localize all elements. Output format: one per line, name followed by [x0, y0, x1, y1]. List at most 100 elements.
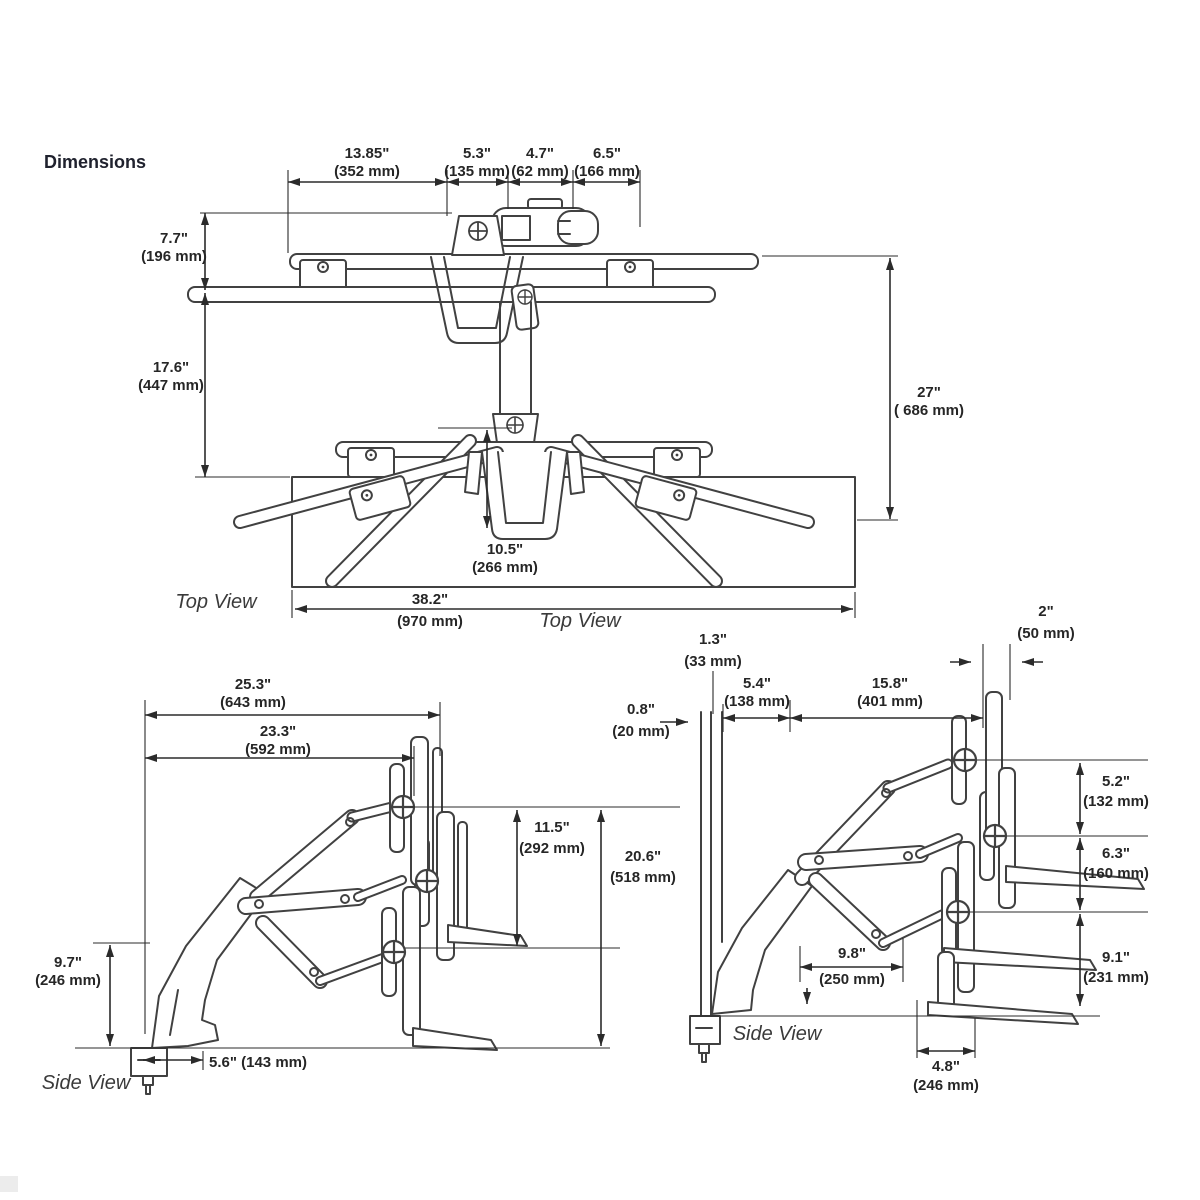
pivot-icon — [952, 747, 978, 773]
dim-label-mm: (518 mm) — [610, 869, 676, 886]
dim-depth-10-5: 10.5" (266 mm) — [438, 427, 538, 576]
desk-clamp — [130, 1047, 168, 1077]
u-bracket-inner — [443, 256, 511, 329]
clamp-screw — [698, 1043, 710, 1054]
side-view-left: 25.3" (643 mm) 23.3" (592 mm) 9.7" (246 … — [35, 676, 680, 1095]
dim-label-mm: (160 mm) — [1083, 865, 1149, 882]
dim-width-5-4: 5.4" (138 mm) — [722, 675, 791, 732]
dim-label: 25.3" — [235, 676, 271, 693]
dim-label: 7.7" — [160, 230, 188, 247]
side-view-caption: Side View — [42, 1072, 132, 1094]
u-bracket-outer — [430, 256, 524, 344]
riser-detail — [169, 989, 179, 1036]
riser-column — [151, 877, 267, 1049]
dim-width-38-2: 38.2" (970 mm) — [291, 590, 856, 630]
dim-height-17-6: 17.6" (447 mm) — [138, 293, 290, 478]
dim-label-mm: (132 mm) — [1083, 793, 1149, 810]
clamp-screw-stem — [145, 1084, 151, 1095]
pivot-icon — [506, 416, 524, 434]
dim-label-mm: (643 mm) — [220, 694, 286, 711]
dim-width-4-7: 4.7" (62 mm) — [508, 145, 574, 209]
side-left-drawing — [130, 736, 528, 1095]
dim-label-mm: ( 686 mm) — [894, 402, 964, 419]
dim-label-mm: (135 mm) — [444, 163, 510, 180]
upper-crossbar — [289, 253, 759, 270]
dim-label: 9.1" — [1102, 949, 1130, 966]
monitor-foot — [412, 1027, 498, 1051]
dim-label: 10.5" — [487, 541, 523, 558]
dim-label-mm: (970 mm) — [397, 613, 463, 630]
dim-width-0-8: 0.8" (20 mm) — [612, 701, 688, 740]
dim-label: 1.3" — [699, 631, 727, 648]
monitor-foot — [447, 924, 528, 947]
dim-label-mm: (138 mm) — [724, 693, 790, 710]
pivot-icon — [468, 221, 488, 241]
dim-width-9-8: 9.8" (250 mm) — [799, 938, 904, 988]
dim-label: 9.8" — [838, 945, 866, 962]
joint-hole — [340, 894, 350, 904]
dim-width-5-6: 5.6" (143 mm) — [143, 1051, 307, 1071]
dim-label-mm: (592 mm) — [245, 741, 311, 758]
dim-width-15-8: 15.8" (401 mm) — [790, 675, 983, 722]
dim-label: 5.6" (143 mm) — [209, 1054, 307, 1071]
pole-lines — [499, 301, 532, 416]
left-arm-pair — [233, 434, 504, 588]
dim-width-2: 2" (50 mm) — [950, 603, 1075, 728]
joint-hole — [814, 855, 824, 865]
monitor-foot — [1005, 865, 1145, 890]
joint-hole — [254, 899, 264, 909]
lower-u-bracket-outer — [481, 451, 568, 540]
dim-label: 5.3" — [463, 145, 491, 162]
clamp-screw-stem — [701, 1052, 707, 1063]
joint-hole — [881, 788, 891, 798]
head-slot — [501, 215, 531, 241]
dim-label: 23.3" — [260, 723, 296, 740]
dim-label: 13.85" — [345, 145, 390, 162]
page-title: Dimensions — [44, 152, 146, 172]
dim-width-13-85: 13.85" (352 mm) — [287, 145, 448, 253]
joint-hole — [903, 851, 913, 861]
top-view-caption: Top View — [539, 610, 622, 632]
dim-label: 38.2" — [412, 591, 448, 608]
dim-label: 4.8" — [932, 1058, 960, 1075]
joint-hole — [871, 929, 881, 939]
side-view-caption: Side View — [733, 1023, 823, 1045]
dim-width-4-8: 4.8" (246 mm) — [913, 1000, 979, 1094]
dim-label: 17.6" — [153, 359, 189, 376]
dim-label-mm: (266 mm) — [472, 559, 538, 576]
arm-clamp — [348, 475, 412, 521]
dim-label-mm: (352 mm) — [334, 163, 400, 180]
side-right-drawing — [689, 691, 1145, 1063]
dim-label: 6.3" — [1102, 845, 1130, 862]
joint-hole — [345, 817, 355, 827]
dim-label-mm: (166 mm) — [574, 163, 640, 180]
dim-label: 11.5" — [534, 819, 569, 836]
riser-column — [711, 869, 813, 1015]
dim-label: 2" — [1038, 603, 1053, 620]
bracket-tab — [566, 451, 585, 495]
top-view-drawing — [187, 198, 856, 588]
dim-label: 5.4" — [743, 675, 771, 692]
head-notches — [557, 220, 571, 235]
dim-height-6-3: 6.3" (160 mm) — [970, 838, 1149, 913]
dim-height-7-7: 7.7" (196 mm) — [141, 212, 452, 290]
dim-label-mm: (196 mm) — [141, 248, 207, 265]
dim-label: 15.8" — [872, 675, 908, 692]
dim-height-9-1: 9.1" (231 mm) — [1076, 914, 1149, 1006]
dim-label-mm: (33 mm) — [684, 653, 742, 670]
clamp-screw — [142, 1075, 154, 1086]
dim-label-mm: (62 mm) — [511, 163, 569, 180]
desk-clamp — [689, 1015, 721, 1045]
dim-width-5-3: 5.3" (135 mm) — [444, 145, 510, 209]
arm-clamp — [634, 475, 698, 521]
dim-label-mm: (401 mm) — [857, 693, 923, 710]
dim-label-mm: (246 mm) — [913, 1077, 979, 1094]
dim-height-20-6: 20.6" (518 mm) — [597, 810, 676, 1046]
pivot-icon — [945, 899, 971, 925]
dim-height-9-7: 9.7" (246 mm) — [35, 942, 150, 1046]
dim-label: 9.7" — [54, 954, 82, 971]
pivot-icon — [381, 939, 407, 965]
joint-hole — [309, 967, 319, 977]
dim-label-mm: (250 mm) — [819, 971, 885, 988]
dim-label-mm: (246 mm) — [35, 972, 101, 989]
